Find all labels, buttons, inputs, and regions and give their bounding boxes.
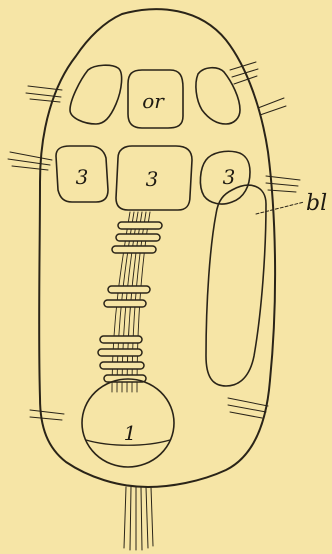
stalk [124,487,153,550]
label-or: or [142,89,165,113]
label-bl: bl [306,191,327,216]
bl-body [206,185,266,386]
bl-leader-line [256,202,304,214]
label-segment-middle: 3 [146,167,159,191]
label-base: 1 [124,421,137,445]
body-outline [39,9,275,487]
opening-left [70,65,122,124]
label-segment-right: 3 [223,165,236,189]
cord-rings [98,222,162,382]
label-segment-left: 3 [76,165,89,189]
